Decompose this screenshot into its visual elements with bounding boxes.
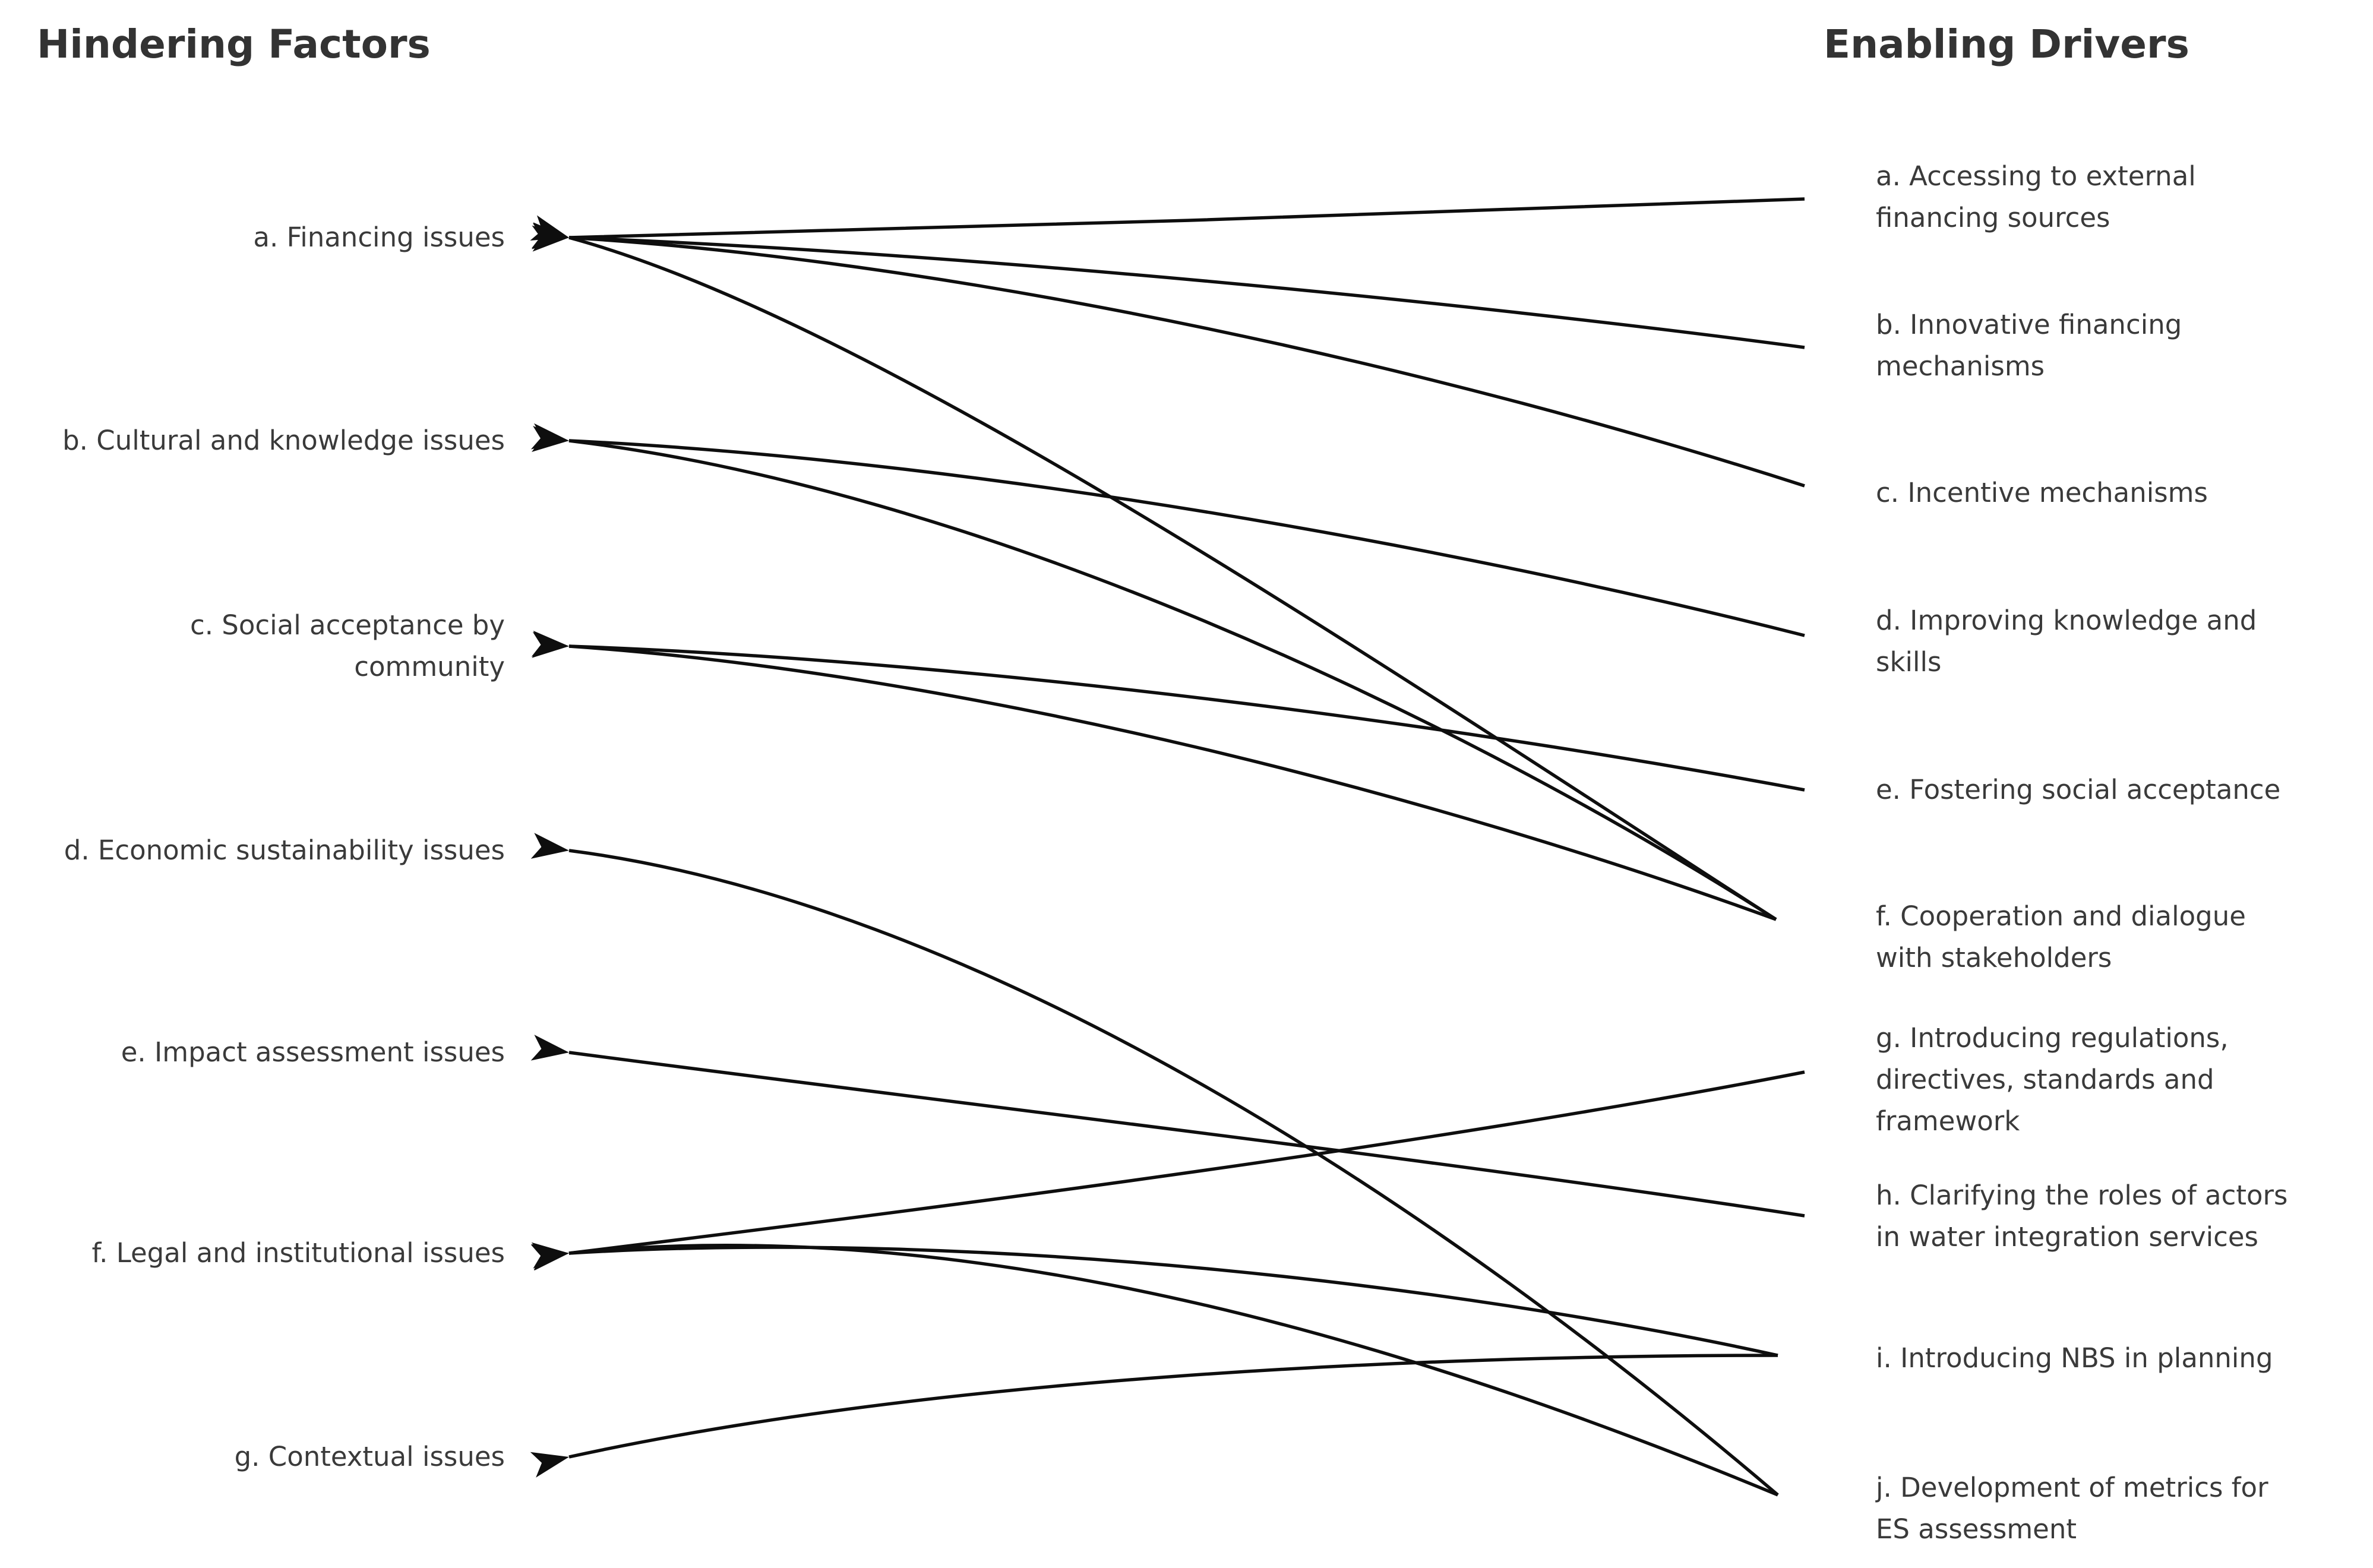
arrowhead-i-to-g — [530, 1452, 569, 1478]
link-j-to-f — [568, 1244, 1779, 1497]
link-i-to-f — [568, 1245, 1778, 1357]
hindering-factor-b: b. Cultural and knowledge issues — [62, 425, 505, 456]
link-b-to-a — [568, 236, 1805, 349]
link-i-to-g — [568, 1354, 1778, 1459]
link-f-to-c — [568, 644, 1777, 921]
arrowhead-f-to-b — [530, 423, 569, 450]
enabling-driver-a: a. Accessing to external financing sourc… — [1876, 160, 2196, 233]
arrowhead-h-to-e — [530, 1035, 569, 1061]
arrowhead-j-to-f — [531, 1244, 569, 1270]
hindering-factor-f: f. Legal and institutional issues — [91, 1237, 505, 1269]
hindering-factor-g: g. Contextual issues — [234, 1441, 505, 1472]
hindering-factor-e: e. Impact assessment issues — [121, 1036, 505, 1068]
hindering-factor-a: a. Financing issues — [253, 222, 505, 253]
link-a-to-a — [568, 197, 1805, 239]
link-j-to-d — [568, 849, 1779, 1497]
link-d-to-b — [568, 439, 1805, 637]
link-f-to-a — [568, 236, 1777, 921]
enabling-driver-h: h. Clarifying the roles of actors in wat… — [1876, 1180, 2288, 1253]
link-e-to-c — [568, 644, 1805, 792]
enabling-driver-d: d. Improving knowledge and skills — [1876, 605, 2257, 678]
arrowhead-f-to-a — [530, 215, 569, 241]
link-f-to-b — [568, 439, 1777, 921]
enabling-driver-j: j. Development of metrics for ES assessm… — [1876, 1472, 2268, 1545]
enabling-driver-f: f. Cooperation and dialogue with stakeho… — [1876, 900, 2246, 973]
arrowhead-f-to-c — [531, 630, 569, 657]
enabling-driver-g: g. Introducing regulations, directives, … — [1876, 1022, 2229, 1137]
enabling-driver-i: i. Introducing NBS in planning — [1876, 1342, 2273, 1374]
link-c-to-a — [568, 236, 1805, 488]
enabling-drivers-title: Enabling Drivers — [1824, 21, 2189, 67]
hindering-factor-d: d. Economic sustainability issues — [64, 834, 505, 866]
enabling-driver-b: b. Innovative financing mechanisms — [1876, 309, 2182, 382]
hindering-factor-c: c. Social acceptance by community — [189, 609, 505, 682]
link-g-to-f — [568, 1070, 1805, 1255]
arrowhead-j-to-d — [530, 833, 569, 859]
hindering-factors-title: Hindering Factors — [37, 21, 431, 67]
enabling-driver-c: c. Incentive mechanisms — [1876, 477, 2208, 508]
link-h-to-e — [568, 1051, 1805, 1218]
enabling-driver-e: e. Fostering social acceptance — [1876, 774, 2281, 805]
